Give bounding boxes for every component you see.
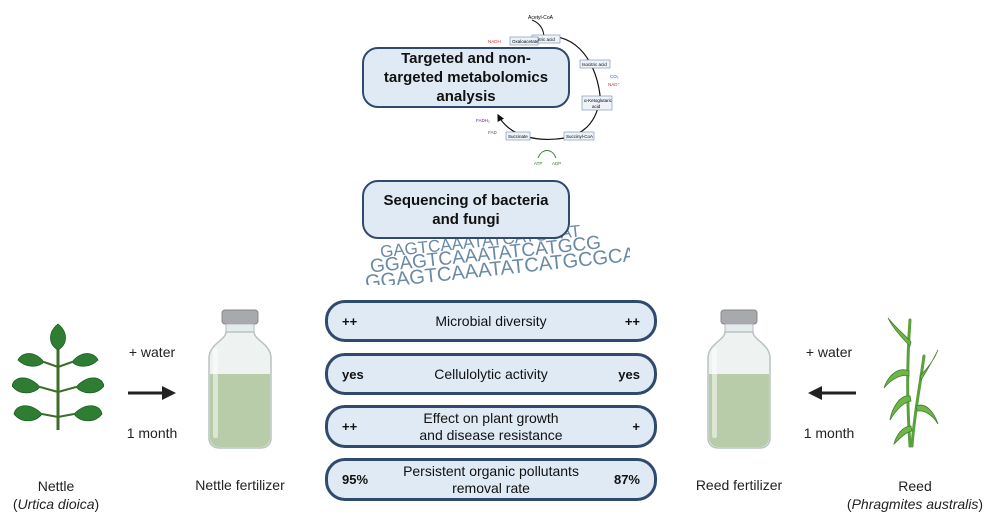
reed-value: +	[632, 419, 640, 434]
cycle-co2: CO₂	[610, 74, 619, 79]
right-duration: 1 month	[803, 425, 855, 441]
reed-value: yes	[618, 366, 640, 382]
reed-value: 87%	[613, 472, 640, 487]
reed-fertilizer-label: Reed fertilizer	[695, 477, 783, 493]
nettle-latin-name: Urtica dioica	[17, 496, 95, 512]
comparison-row-microbial-diversity: ++ Microbial diversity ++	[325, 300, 657, 342]
cycle-ketoglutaric-2: acid	[592, 104, 601, 109]
nettle-label: Nettle (Urtica dioica)	[12, 478, 100, 512]
cycle-isocitric: Isocitric acid	[582, 62, 607, 67]
cycle-adp: ADP	[552, 161, 561, 166]
nettle-fertilizer-label: Nettle fertilizer	[195, 477, 285, 493]
cycle-succinate: Succinate	[508, 134, 528, 139]
nettle-value: 95%	[342, 472, 369, 487]
reed-latin-name: Phragmites australis	[851, 496, 979, 512]
fertilizer-bottle-icon	[208, 309, 272, 449]
nettle-value: ++	[342, 419, 358, 434]
krebs-cycle-icon: Acetyl-CoA Citric acid Isocitric acid α-…	[476, 15, 621, 166]
cycle-oxaloacetate: Oxaloacetate	[512, 39, 539, 44]
reed-label: Reed (Phragmites australis)	[846, 478, 984, 512]
nettle-plant-icon	[12, 323, 104, 430]
reed-plant-icon	[883, 317, 939, 448]
cycle-nad: NAD⁺	[608, 82, 621, 87]
metabolomics-box: Targeted and non- targeted metabolomics …	[362, 47, 570, 108]
metabolomics-line2: targeted metabolomics	[383, 69, 549, 86]
nettle-value: ++	[342, 313, 358, 329]
right-plus-water: + water	[805, 344, 853, 360]
comparison-row-cellulolytic-activity: yes Cellulolytic activity yes	[325, 353, 657, 395]
cycle-fadh2: FADH₂	[476, 118, 490, 123]
arrow-left-icon	[808, 386, 856, 400]
metabolomics-line3: analysis	[436, 88, 496, 105]
arrow-right-icon	[128, 386, 176, 400]
cycle-acetyl: Acetyl-CoA	[528, 15, 554, 21]
fertilizer-bottle-icon	[707, 309, 771, 449]
cycle-fad: FAD	[488, 130, 498, 135]
sequencing-line1: Sequencing of bacteria	[383, 191, 549, 209]
sequencing-box: Sequencing of bacteria and fungi	[362, 180, 570, 239]
metabolomics-line1: Targeted and non-	[401, 50, 531, 67]
reed-value: ++	[624, 313, 640, 329]
sequencing-line2: and fungi	[432, 210, 500, 228]
left-duration: 1 month	[126, 425, 178, 441]
cycle-citric: Citric acid	[535, 37, 555, 42]
comparison-label: Cellulolytic activity	[434, 365, 548, 382]
nettle-value: yes	[342, 366, 364, 382]
cycle-succinyl: Succinyl-CoA	[566, 134, 593, 139]
comparison-label: Microbial diversity	[435, 312, 547, 329]
left-plus-water: + water	[128, 344, 176, 360]
cycle-atp: ATP	[534, 161, 542, 166]
cycle-nadh: NADH	[488, 39, 501, 44]
cycle-ketoglutaric-1: α-Ketoglutaric	[584, 98, 613, 103]
